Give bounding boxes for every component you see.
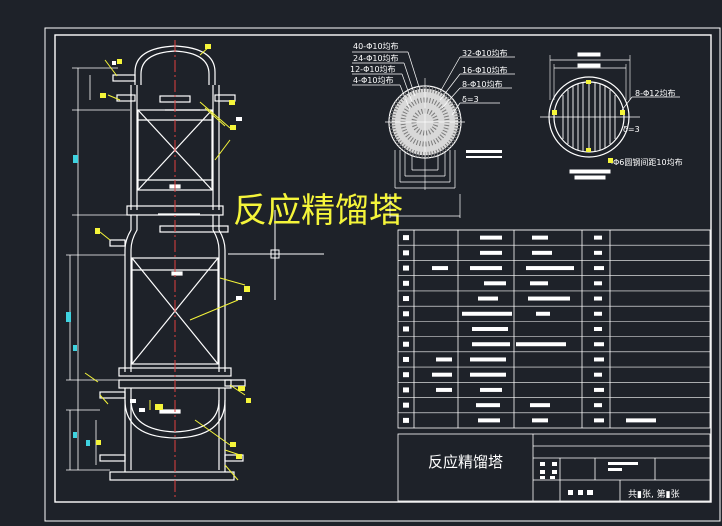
table-cell-text: [532, 235, 548, 240]
table-cell-text: [594, 357, 604, 362]
column-leader-lines: [84, 45, 246, 481]
outer-frame: [44, 27, 721, 522]
plate-leader-lines: [352, 51, 515, 218]
table-cell-text: [594, 403, 602, 408]
table-row-index: [403, 402, 409, 408]
parts-list-table: [397, 229, 711, 429]
table-cell-text: [530, 281, 548, 286]
table-cell-text: [528, 296, 570, 301]
table-cell-text: [594, 235, 602, 240]
table-row-index: [403, 326, 409, 332]
title-block-name: 反应精馏塔: [428, 453, 503, 471]
table-cell-text: [532, 250, 552, 255]
sheet-info: 共▮张, 第▮张: [628, 488, 680, 500]
table-cell-text: [484, 281, 506, 286]
note-delta-3: δ=3: [623, 125, 640, 134]
table-cell-text: [436, 357, 452, 362]
table-row-index: [403, 387, 409, 393]
table-cell-text: [594, 311, 602, 316]
title-block-fills: [540, 462, 638, 495]
table-cell-text: [472, 342, 510, 347]
table-cell-text: [470, 266, 502, 271]
table-cell-text: [594, 250, 602, 255]
table-cell-text: [480, 235, 502, 240]
table-cell-text: [516, 342, 566, 347]
table-cell-text: [594, 418, 604, 423]
note-32: 32-Φ10均布: [462, 48, 508, 58]
table-cell-text: [476, 403, 500, 408]
table-row-index: [403, 341, 409, 347]
note-8-phi12: 8-Φ12均布: [635, 88, 675, 98]
note-round-bar: Φ6圆钢间距10均布: [613, 157, 683, 167]
table-row-index: [403, 265, 409, 271]
table-row-index: [403, 417, 409, 423]
table-cell-text: [594, 387, 604, 392]
upper-section-notes: 40-Φ10均布 24-Φ10均布 12-Φ10均布 4-Φ10均布: [350, 41, 399, 85]
dimension-markers: [66, 155, 90, 446]
table-row-index: [403, 356, 409, 362]
table-cell-text: [436, 387, 452, 392]
note-8: 8-Φ10均布: [462, 79, 502, 89]
table-row-index: [403, 296, 409, 302]
note-24: 24-Φ10均布: [353, 53, 399, 63]
table-cell-text: [478, 296, 498, 301]
table-cell-text: [536, 311, 550, 316]
table-cell-text: [432, 372, 452, 377]
table-cell-text: [462, 311, 512, 316]
parts-list-rows: [398, 229, 710, 423]
note-40: 40-Φ10均布: [353, 41, 399, 51]
table-cell-text: [594, 342, 604, 347]
title-block: [397, 433, 711, 502]
table-cell-text: [594, 296, 602, 301]
table-row-index: [403, 311, 409, 317]
table-cell-text: [480, 250, 502, 255]
right-section-notes: 32-Φ10均布 16-Φ10均布 8-Φ10均布 δ=3: [462, 48, 508, 104]
right-view-notes: 8-Φ12均布 δ=3 Φ6圆钢间距10均布: [613, 88, 683, 167]
table-cell-text: [594, 281, 602, 286]
note-12: 12-Φ10均布: [350, 64, 396, 74]
table-row-index: [403, 372, 409, 378]
table-cell-text: [432, 266, 448, 271]
note-delta: δ=3: [462, 95, 479, 104]
leader-tags: [95, 44, 251, 459]
table-cell-text: [594, 372, 602, 377]
overlay-title: 反应精馏塔: [233, 191, 403, 231]
table-row-index: [403, 250, 409, 256]
table-cell-text: [594, 266, 604, 271]
inner-frame: [54, 34, 712, 503]
table-cell-text: [526, 266, 574, 271]
table-cell-text: [626, 418, 656, 423]
table-cell-text: [532, 418, 548, 423]
table-cell-text: [470, 372, 506, 377]
grid-plate-markers: [552, 80, 625, 163]
table-cell-text: [480, 387, 502, 392]
table-cell-text: [594, 327, 602, 331]
table-cell-text: [472, 327, 508, 331]
table-cell-text: [530, 403, 550, 408]
table-cell-text: [470, 357, 506, 362]
table-row-index: [403, 235, 409, 241]
note-4: 4-Φ10均布: [353, 75, 393, 85]
table-cell-text: [478, 418, 500, 423]
table-row-index: [403, 280, 409, 286]
note-16: 16-Φ10均布: [462, 65, 508, 75]
column-black-labels: [112, 61, 242, 412]
cad-cursor-crosshair: [228, 210, 324, 300]
